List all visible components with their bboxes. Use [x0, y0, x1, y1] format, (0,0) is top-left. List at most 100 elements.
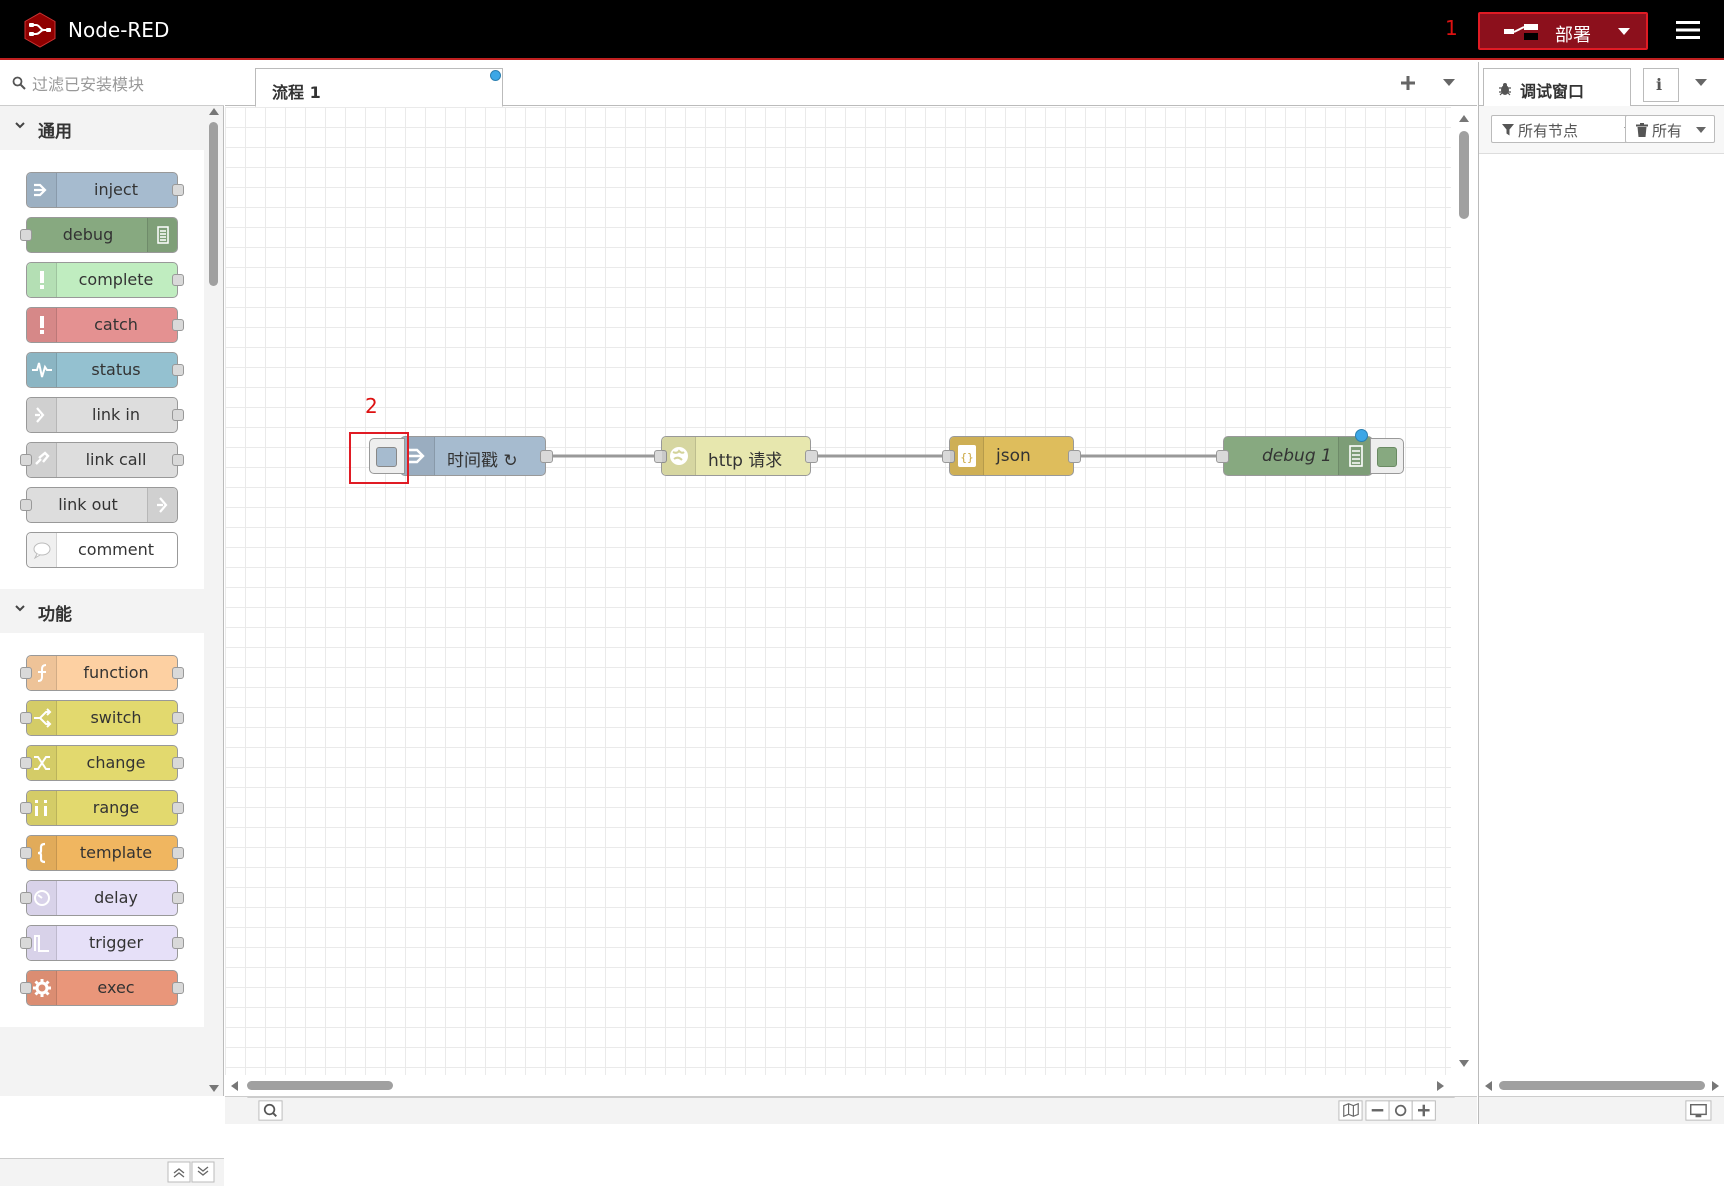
input-port — [20, 454, 32, 466]
palette-category-header[interactable]: 通用 — [0, 106, 204, 150]
palette-node-label: range — [92, 798, 140, 817]
add-flow-icon[interactable] — [1399, 74, 1417, 92]
output-port — [172, 712, 184, 724]
input-port — [20, 712, 32, 724]
palette-node-label: debug — [62, 225, 114, 244]
palette-categories: 通用 inject debug complete catch status link in l… — [0, 106, 204, 1096]
deploy-button[interactable]: 部署 — [1478, 12, 1648, 50]
palette-category-nodes: function switch change range template delay tr… — [0, 633, 204, 1027]
list-icon — [147, 218, 177, 252]
range-icon — [27, 791, 57, 825]
palette-node-switch[interactable]: switch — [20, 700, 184, 736]
palette-category-header[interactable]: 功能 — [0, 589, 204, 633]
palette-node-trigger[interactable]: trigger — [20, 925, 184, 961]
main-menu-icon[interactable] — [1676, 20, 1700, 40]
palette-node-link-out[interactable]: link out — [20, 487, 178, 523]
flow-node-label: debug 1 — [1262, 446, 1332, 466]
flow-canvas[interactable]: 时间戳 ↻ http 请求 {} json debug 1 — [225, 107, 1451, 1075]
output-port — [172, 184, 184, 196]
palette-node-comment[interactable]: comment — [26, 532, 178, 568]
workspace-tab-bar: 流程 1 — [225, 62, 1477, 107]
search-icon — [12, 76, 26, 90]
svg-text:{}: {} — [960, 451, 973, 464]
annotation-label-2: 2 — [365, 394, 378, 418]
flow-node-label: 时间戳 ↻ — [447, 451, 518, 471]
flow-list-dropdown-icon[interactable] — [1443, 79, 1455, 86]
palette-search-input[interactable] — [30, 70, 216, 98]
debug-message-list — [1479, 154, 1724, 1076]
output-port — [172, 667, 184, 679]
flow-node-http-request[interactable]: http 请求 — [654, 436, 818, 476]
palette-node-inject[interactable]: inject — [26, 172, 184, 208]
output-port[interactable] — [540, 450, 553, 463]
sidebar-horizontal-scrollbar[interactable] — [1479, 1076, 1724, 1096]
tab-label: 调试窗口 — [1520, 82, 1585, 101]
sidebar-more-dropdown-icon[interactable] — [1695, 79, 1707, 86]
list-icon — [1338, 437, 1372, 475]
debug-clear-button[interactable]: 所有 — [1625, 115, 1715, 143]
palette-node-complete[interactable]: complete — [26, 262, 184, 298]
tab-flow-1[interactable]: 流程 1 — [255, 68, 503, 107]
trigger-icon — [27, 926, 57, 960]
input-port[interactable] — [654, 450, 667, 463]
palette-node-change[interactable]: change — [20, 745, 184, 781]
palette-node-link-call[interactable]: link call — [20, 442, 184, 478]
sidebar-tab-bar: 调试窗口 i — [1479, 62, 1724, 107]
json-icon: {} — [950, 437, 984, 475]
input-port — [20, 982, 32, 994]
navigator-map-icon — [1338, 1100, 1363, 1121]
chevron-down-icon — [15, 605, 25, 612]
annotation-box-2 — [349, 432, 409, 484]
canvas-vertical-scrollbar[interactable] — [1453, 107, 1475, 1075]
palette-node-range[interactable]: range — [20, 790, 184, 826]
input-port[interactable] — [942, 450, 955, 463]
input-port — [20, 892, 32, 904]
deploy-dropdown-caret-icon[interactable] — [1618, 28, 1630, 35]
palette-node-label: change — [86, 753, 146, 772]
palette-node-label: complete — [78, 270, 154, 289]
palette-node-link-in[interactable]: link in — [26, 397, 184, 433]
chevron-down-icon — [1696, 127, 1706, 133]
palette-node-status[interactable]: status — [26, 352, 184, 388]
canvas-horizontal-scrollbar[interactable] — [225, 1075, 1451, 1095]
palette-node-debug[interactable]: debug — [20, 217, 178, 253]
zoom-in-icon — [1411, 1100, 1436, 1121]
zoom-reset-icon — [1388, 1100, 1413, 1121]
changed-indicator-icon — [1355, 429, 1368, 442]
flow-node-debug[interactable]: debug 1 — [1216, 429, 1373, 476]
pulse-icon — [27, 353, 57, 387]
palette-node-delay[interactable]: delay — [20, 880, 184, 916]
gear-icon — [27, 971, 57, 1005]
input-port[interactable] — [1216, 450, 1229, 463]
filter-icon — [1502, 124, 1514, 136]
output-port[interactable] — [1068, 450, 1081, 463]
inject-trigger-button[interactable] — [369, 438, 405, 474]
sidebar: 调试窗口 i 所有节点 所有 — [1478, 62, 1724, 1124]
exclamation-icon — [27, 308, 57, 342]
palette-node-function[interactable]: function — [20, 655, 184, 691]
flow-node-json[interactable]: {} json — [942, 436, 1081, 476]
deploy-label: 部署 — [1555, 25, 1591, 46]
output-port[interactable] — [805, 450, 818, 463]
output-port — [172, 409, 184, 421]
palette-scrollbar[interactable] — [206, 106, 222, 1096]
arrow-in-icon — [27, 173, 57, 207]
bug-icon — [1499, 83, 1511, 96]
zoom-out-icon — [1365, 1100, 1390, 1121]
debug-toggle-button[interactable] — [1370, 438, 1404, 474]
input-port — [20, 937, 32, 949]
tab-debug[interactable]: 调试窗口 — [1483, 68, 1631, 107]
palette-node-label: comment — [77, 540, 154, 559]
palette-node-label: link call — [85, 450, 147, 469]
output-port — [172, 802, 184, 814]
palette-node-exec[interactable]: exec — [20, 970, 184, 1006]
palette-node-template[interactable]: template — [20, 835, 184, 871]
tab-info[interactable]: i — [1643, 68, 1679, 102]
palette-node-catch[interactable]: catch — [26, 307, 184, 343]
input-port — [20, 667, 32, 679]
shuffle-icon — [27, 746, 57, 780]
palette-category-label: 功能 — [38, 605, 72, 625]
debug-filter-button[interactable]: 所有节点 — [1491, 115, 1643, 143]
output-port — [172, 454, 184, 466]
flow-node-inject[interactable]: 时间戳 ↻ — [400, 436, 553, 476]
